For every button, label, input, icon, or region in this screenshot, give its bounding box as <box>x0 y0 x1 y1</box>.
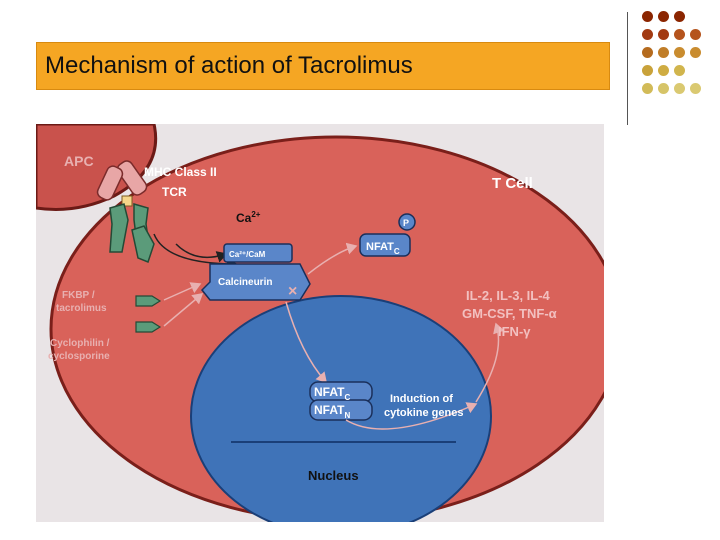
cyclophilin-label-line1: Cyclophilin / <box>50 338 110 349</box>
calcineurin-label: Calcineurin <box>218 277 272 288</box>
calcium-label: Ca2+ <box>236 210 261 225</box>
nfat-c-nuclear-label: NFATC <box>314 385 350 402</box>
cytokines-line1: IL-2, IL-3, IL-4 <box>466 288 551 303</box>
nucleus-label: Nucleus <box>308 468 359 483</box>
dephosphorylation-arrow <box>307 242 358 275</box>
cyclophilin-inhibition-arrow <box>163 293 204 327</box>
ca-cam-box <box>223 243 293 263</box>
decor-dot <box>674 47 685 58</box>
fkbp-label-line2: tacrolimus <box>56 303 107 314</box>
inhibition-mark: × <box>288 283 297 300</box>
cytokines-line3: IFN-γ <box>498 324 531 339</box>
decor-dot <box>674 65 685 76</box>
induction-label-line1: Induction of <box>390 393 453 405</box>
decor-dot <box>642 29 653 40</box>
apc-cell <box>36 124 158 211</box>
decor-dot <box>658 11 669 22</box>
decor-dot <box>690 47 701 58</box>
ca-cam-label: Ca²⁺/CaM <box>229 250 266 259</box>
nfat-n-nuclear-label: NFATN <box>314 403 350 420</box>
nfat-c-phosphorylated-box <box>359 233 411 257</box>
nfat-n-nuclear-box <box>309 399 373 421</box>
tcr-label: TCR <box>162 185 187 199</box>
nfat-c-cytoplasm-label: NFATC <box>366 241 400 256</box>
cyclophilin-label-line2: cyclosporine <box>48 351 110 362</box>
phosphate-group <box>398 213 416 231</box>
phosphate-label: P <box>403 218 409 228</box>
decor-dot <box>658 47 669 58</box>
decor-dot <box>674 29 685 40</box>
calcium-to-cam-arrow <box>175 243 228 263</box>
tacrolimus-diagram: × APC MHC Class II TCR T Cell Ca2+ Ca²⁺/… <box>36 124 604 522</box>
decor-dot <box>674 83 685 94</box>
cytokines-line2: GM-CSF, TNF-α <box>462 306 557 321</box>
decor-dot <box>642 83 653 94</box>
decor-dot <box>674 11 685 22</box>
fkbp-label-line1: FKBP / <box>62 290 95 301</box>
slide-title-bar: Mechanism of action of Tacrolimus <box>36 42 610 90</box>
cytokine-export-arrow <box>475 322 505 403</box>
nfat-translocation-arrow <box>285 301 327 384</box>
decor-dot <box>658 29 669 40</box>
apc-label: APC <box>64 153 94 169</box>
fkbp-tacrolimus-complex <box>135 295 162 307</box>
decor-dot <box>658 83 669 94</box>
divider-line <box>627 12 628 125</box>
decor-dot <box>642 11 653 22</box>
gene-induction-arrow <box>345 402 478 430</box>
decor-dot <box>642 47 653 58</box>
antigen-peptide <box>121 195 133 207</box>
induction-label-line2: cytokine genes <box>384 407 463 419</box>
decorative-dot-grid <box>638 9 718 109</box>
calcineurin-shape <box>200 263 311 301</box>
decor-dot <box>658 65 669 76</box>
t-cell-label: T Cell <box>492 175 533 192</box>
tcr-receptor <box>109 203 155 263</box>
cyclophilin-cyclosporine-complex <box>135 321 162 333</box>
decor-dot <box>690 83 701 94</box>
mhc-label: MHC Class II <box>144 165 217 179</box>
fkbp-inhibition-arrow <box>163 282 202 301</box>
decor-dot <box>690 29 701 40</box>
decor-dot <box>642 65 653 76</box>
mhc-class-ii-molecule <box>96 160 148 201</box>
slide-title: Mechanism of action of Tacrolimus <box>45 52 413 79</box>
